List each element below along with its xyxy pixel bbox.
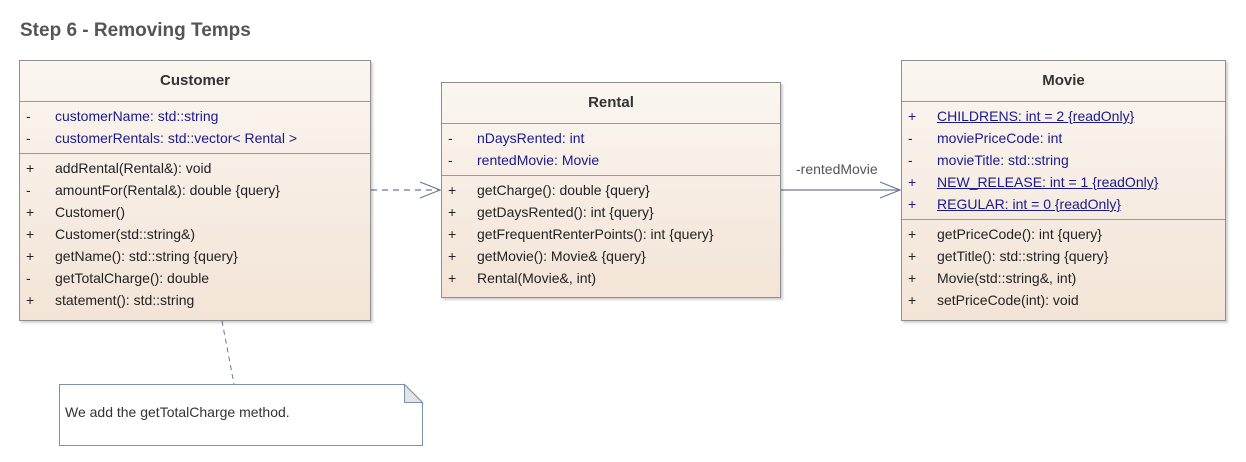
visibility-marker: - — [26, 182, 31, 198]
note-anchor-line — [221, 320, 235, 385]
visibility-marker: + — [26, 292, 35, 308]
visibility-marker: + — [448, 270, 457, 286]
note-fold — [404, 383, 424, 403]
operation-row[interactable]: + Customer() — [20, 201, 370, 223]
operation-row[interactable]: + getName(): std::string {query} — [20, 245, 370, 267]
attributes-compartment: - nDaysRented: int - rentedMovie: Movie — [442, 124, 780, 176]
operation-row[interactable]: + getPriceCode(): int {query} — [902, 223, 1225, 245]
visibility-marker: - — [908, 130, 913, 146]
attribute-text: REGULAR: int = 0 {readOnly} — [937, 196, 1122, 212]
class-name: Movie — [902, 61, 1225, 102]
operation-text: Movie(std::string&, int) — [937, 270, 1077, 286]
operation-row[interactable]: + statement(): std::string — [20, 289, 370, 311]
attribute-row[interactable]: - customerRentals: std::vector< Rental > — [20, 127, 370, 149]
operation-row[interactable]: + getFrequentRenterPoints(): int {query} — [442, 223, 780, 245]
class-rental[interactable]: Rental - nDaysRented: int - rentedMovie: M… — [441, 82, 781, 298]
visibility-marker: + — [908, 248, 917, 264]
visibility-marker: + — [448, 248, 457, 264]
operation-text: getTitle(): std::string {query} — [937, 248, 1109, 264]
visibility-marker: - — [26, 270, 31, 286]
attributes-compartment: + CHILDRENS: int = 2 {readOnly} - moviePri… — [902, 102, 1225, 220]
operations-compartment: + addRental(Rental&): void - amountFor(Ren… — [20, 154, 370, 315]
operation-text: statement(): std::string — [55, 292, 195, 308]
note[interactable]: We add the getTotalCharge method. — [59, 384, 423, 446]
visibility-marker: + — [908, 108, 917, 124]
association-arrowhead — [879, 181, 902, 199]
operation-text: getDaysRented(): int {query} — [477, 204, 654, 220]
visibility-marker: - — [448, 152, 453, 168]
static-attribute-row[interactable]: + NEW_RELEASE: int = 1 {readOnly} — [902, 171, 1225, 193]
attribute-row[interactable]: - customerName: std::string — [20, 105, 370, 127]
operation-text: getTotalCharge(): double — [55, 270, 210, 286]
visibility-marker: + — [908, 270, 917, 286]
operation-row[interactable]: + addRental(Rental&): void — [20, 157, 370, 179]
class-customer[interactable]: Customer -customerName: std::string -cus… — [19, 60, 371, 321]
visibility-marker: + — [26, 160, 35, 176]
operation-text: Rental(Movie&, int) — [477, 270, 597, 286]
attribute-text: nDaysRented: int — [477, 130, 585, 146]
operation-text: getCharge(): double {query} — [477, 182, 650, 198]
operation-row[interactable]: + getTitle(): std::string {query} — [902, 245, 1225, 267]
operations-compartment: + getCharge(): double {query} + getDaysRen… — [442, 176, 780, 293]
operation-row[interactable]: + Rental(Movie&, int) — [442, 267, 780, 289]
visibility-marker: + — [448, 204, 457, 220]
attribute-text: customerRentals: std::vector< Rental > — [55, 130, 297, 146]
attribute-row[interactable]: - nDaysRented: int — [442, 127, 780, 149]
operation-row[interactable]: + setPriceCode(int): void — [902, 289, 1225, 311]
operation-text: addRental(Rental&): void — [55, 160, 212, 176]
class-movie[interactable]: Movie + CHILDRENS: int = 2 {readOnly} - mo… — [901, 60, 1226, 321]
operation-text: Customer() — [55, 204, 126, 220]
operation-text: Customer(std::string&) — [55, 226, 196, 242]
visibility-marker: + — [908, 174, 917, 190]
operation-row[interactable]: + getDaysRented(): int {query} — [442, 201, 780, 223]
visibility-marker: + — [448, 226, 457, 242]
attribute-text: rentedMovie: Movie — [477, 152, 600, 168]
attribute-row[interactable]: - movieTitle: std::string — [902, 149, 1225, 171]
static-attribute-row[interactable]: + REGULAR: int = 0 {readOnly} — [902, 193, 1225, 215]
class-name: Customer — [20, 61, 370, 102]
operation-row[interactable]: + Movie(std::string&, int) — [902, 267, 1225, 289]
note-shape — [59, 384, 423, 446]
visibility-marker: - — [908, 152, 913, 168]
operation-text: getPriceCode(): int {query} — [937, 226, 1102, 242]
visibility-marker: + — [26, 226, 35, 242]
operation-text: getMovie(): Movie& {query} — [477, 248, 646, 264]
operation-text: setPriceCode(int): void — [937, 292, 1079, 308]
dependency-arrowhead — [419, 181, 442, 199]
visibility-marker: + — [448, 182, 457, 198]
attribute-text: CHILDRENS: int = 2 {readOnly} — [937, 108, 1135, 124]
operation-row[interactable]: + Customer(std::string&) — [20, 223, 370, 245]
visibility-marker: + — [26, 248, 35, 264]
visibility-marker: - — [26, 108, 31, 124]
attributes-compartment: -customerName: std::string -customerRent… — [20, 102, 370, 154]
attribute-text: moviePriceCode: int — [937, 130, 1063, 146]
static-attribute-row[interactable]: + CHILDRENS: int = 2 {readOnly} — [902, 105, 1225, 127]
visibility-marker: - — [448, 130, 453, 146]
attribute-text: movieTitle: std::string — [937, 152, 1069, 168]
visibility-marker: + — [908, 226, 917, 242]
attribute-row[interactable]: - rentedMovie: Movie — [442, 149, 780, 171]
attribute-row[interactable]: - moviePriceCode: int — [902, 127, 1225, 149]
visibility-marker: - — [26, 130, 31, 146]
operations-compartment: + getPriceCode(): int {query} + getTitle()… — [902, 220, 1225, 315]
attribute-text: NEW_RELEASE: int = 1 {readOnly} — [937, 174, 1159, 190]
operation-row[interactable]: - amountFor(Rental&): double {query} — [20, 179, 370, 201]
operation-text: amountFor(Rental&): double {query} — [55, 182, 280, 198]
association-label: -rentedMovie — [796, 161, 878, 177]
note-text: We add the getTotalCharge method. — [65, 404, 290, 420]
visibility-marker: + — [908, 196, 917, 212]
attribute-text: customerName: std::string — [55, 108, 219, 124]
visibility-marker: + — [908, 292, 917, 308]
operation-row[interactable]: + getCharge(): double {query} — [442, 179, 780, 201]
operation-row[interactable]: + getMovie(): Movie& {query} — [442, 245, 780, 267]
diagram-title: Step 6 - Removing Temps — [20, 20, 251, 41]
operation-row[interactable]: - getTotalCharge(): double — [20, 267, 370, 289]
operation-text: getName(): std::string {query} — [55, 248, 238, 264]
class-name: Rental — [442, 83, 780, 124]
visibility-marker: + — [26, 204, 35, 220]
operation-text: getFrequentRenterPoints(): int {query} — [477, 226, 714, 242]
